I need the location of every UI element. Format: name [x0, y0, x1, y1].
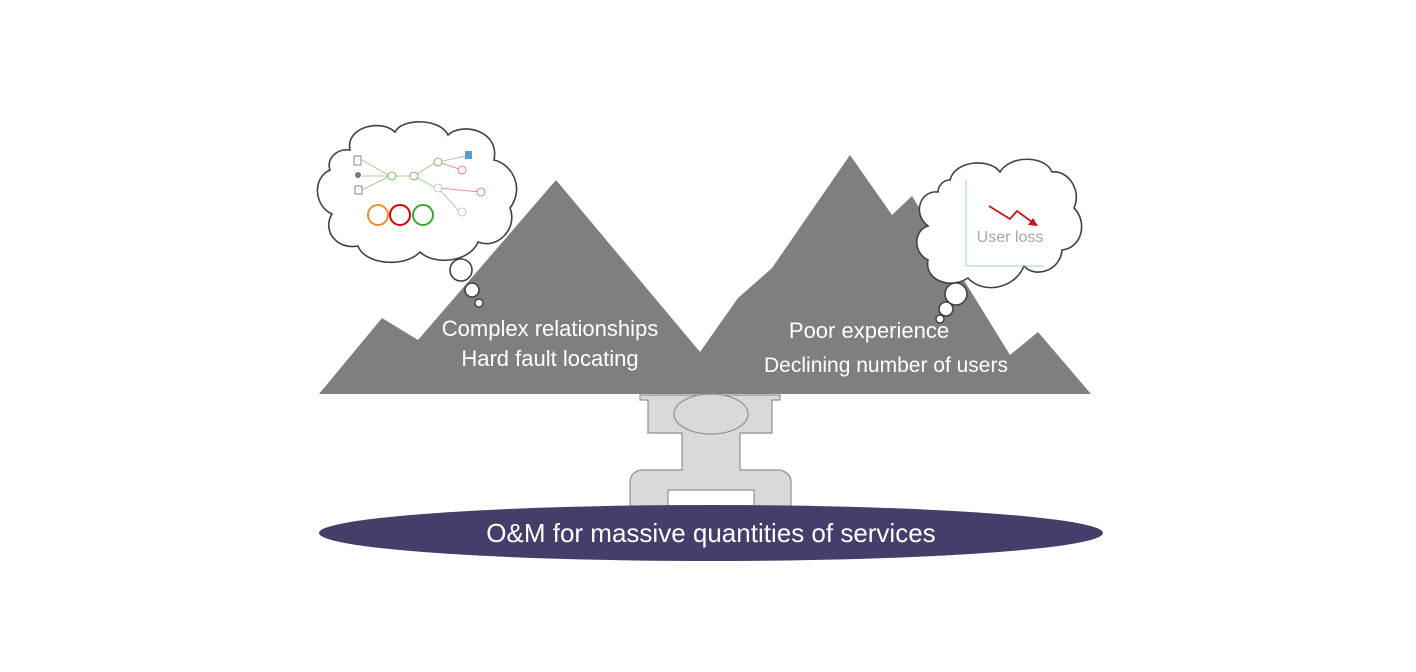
chart-axes [965, 180, 1044, 267]
user-loss-chart [965, 180, 1044, 267]
right-mountain-line1: Poor experience [789, 318, 949, 343]
left-bubble-medium [464, 282, 480, 298]
decline-arrow-icon [988, 205, 1033, 223]
right-thought-cloud: User loss [915, 158, 1083, 324]
decline-arrowhead [1028, 218, 1038, 226]
left-mountain [319, 155, 1091, 394]
topology-diagram-icon [353, 151, 486, 226]
carrier-figure [629, 393, 792, 509]
right-cloud-shape [915, 158, 1083, 289]
right-bubble-small [935, 314, 945, 324]
base-ellipse [319, 505, 1103, 561]
right-bubble-large [944, 282, 968, 306]
left-mountain-line2: Hard fault locating [461, 346, 638, 371]
right-mountain-line2: Declining number of users [764, 354, 1008, 377]
mountains [319, 155, 1091, 394]
left-bubble-small [474, 298, 484, 308]
left-bubble-large [449, 258, 473, 282]
figure-head [673, 393, 749, 435]
left-mountain-line1: Complex relationships [442, 316, 658, 341]
right-bubble-medium [938, 301, 954, 317]
left-cloud-shape [316, 121, 518, 264]
user-loss-label: User loss [977, 229, 1044, 246]
figure-gap [667, 489, 755, 507]
base-label: O&M for massive quantities of services [486, 518, 935, 548]
left-thought-cloud [316, 121, 518, 308]
